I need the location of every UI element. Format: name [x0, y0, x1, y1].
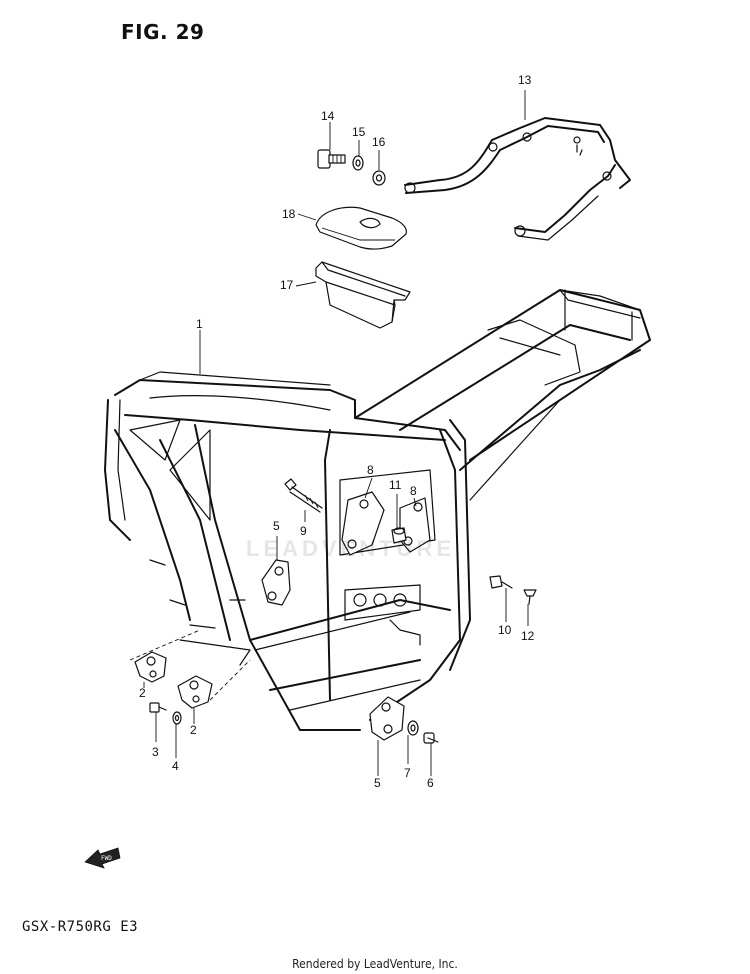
washer-16[interactable] [372, 170, 386, 186]
callout-18: 18 [282, 207, 296, 221]
figure-title: FIG. 29 [121, 20, 205, 44]
washer-7[interactable] [407, 720, 419, 736]
bolt-14[interactable] [317, 149, 346, 169]
callout-2b: 2 [190, 723, 197, 737]
grab-rail[interactable] [404, 117, 631, 241]
callout-14: 14 [321, 109, 335, 123]
svg-text:FWD: FWD [101, 855, 112, 862]
tray-17[interactable] [315, 261, 411, 329]
callout-15: 15 [352, 125, 366, 139]
callout-17: 17 [280, 278, 294, 292]
engine-mount-plate-5a[interactable] [261, 559, 291, 606]
footer-credit: Rendered by LeadVenture, Inc. [292, 957, 458, 971]
bolt-6[interactable] [423, 732, 439, 744]
tool-bag-18[interactable] [315, 206, 407, 250]
collar-11[interactable] [391, 527, 407, 544]
mount-plate-2b[interactable] [177, 675, 213, 709]
nut-15[interactable] [352, 155, 364, 171]
callout-12: 12 [521, 629, 535, 643]
long-bolt-9[interactable] [284, 478, 323, 513]
fwd-arrow-icon: FWD [84, 847, 121, 869]
engine-bracket-8a[interactable] [341, 491, 385, 556]
callout-3: 3 [152, 745, 159, 759]
callout-5b: 5 [374, 776, 381, 790]
callout-13: 13 [518, 73, 532, 87]
bolt-3[interactable] [149, 702, 167, 713]
main-frame[interactable] [104, 289, 651, 731]
callout-6: 6 [427, 776, 434, 790]
callout-9: 9 [300, 524, 307, 538]
callout-4: 4 [172, 759, 179, 773]
callout-16: 16 [372, 135, 386, 149]
callout-2a: 2 [139, 686, 146, 700]
callout-10: 10 [498, 623, 512, 637]
watermark: LEADVENTURE [246, 536, 456, 561]
callout-11: 11 [389, 478, 402, 492]
leader-lines [143, 90, 529, 776]
callout-1: 1 [196, 317, 203, 331]
callout-8a: 8 [367, 463, 374, 477]
bolt-10[interactable] [489, 575, 513, 589]
callout-5a: 5 [273, 519, 280, 533]
washer-4[interactable] [172, 711, 182, 725]
callouts: 1 2 2 3 4 5 5 6 7 8 8 9 10 11 12 13 14 1… [139, 73, 535, 790]
mount-plate-2a[interactable] [134, 651, 167, 683]
pin-12[interactable] [523, 589, 537, 605]
model-code: GSX-R750RG E3 [22, 919, 139, 935]
callout-7: 7 [404, 766, 411, 780]
engine-mount-plate-5b[interactable] [369, 696, 405, 741]
callout-8b: 8 [410, 484, 417, 498]
